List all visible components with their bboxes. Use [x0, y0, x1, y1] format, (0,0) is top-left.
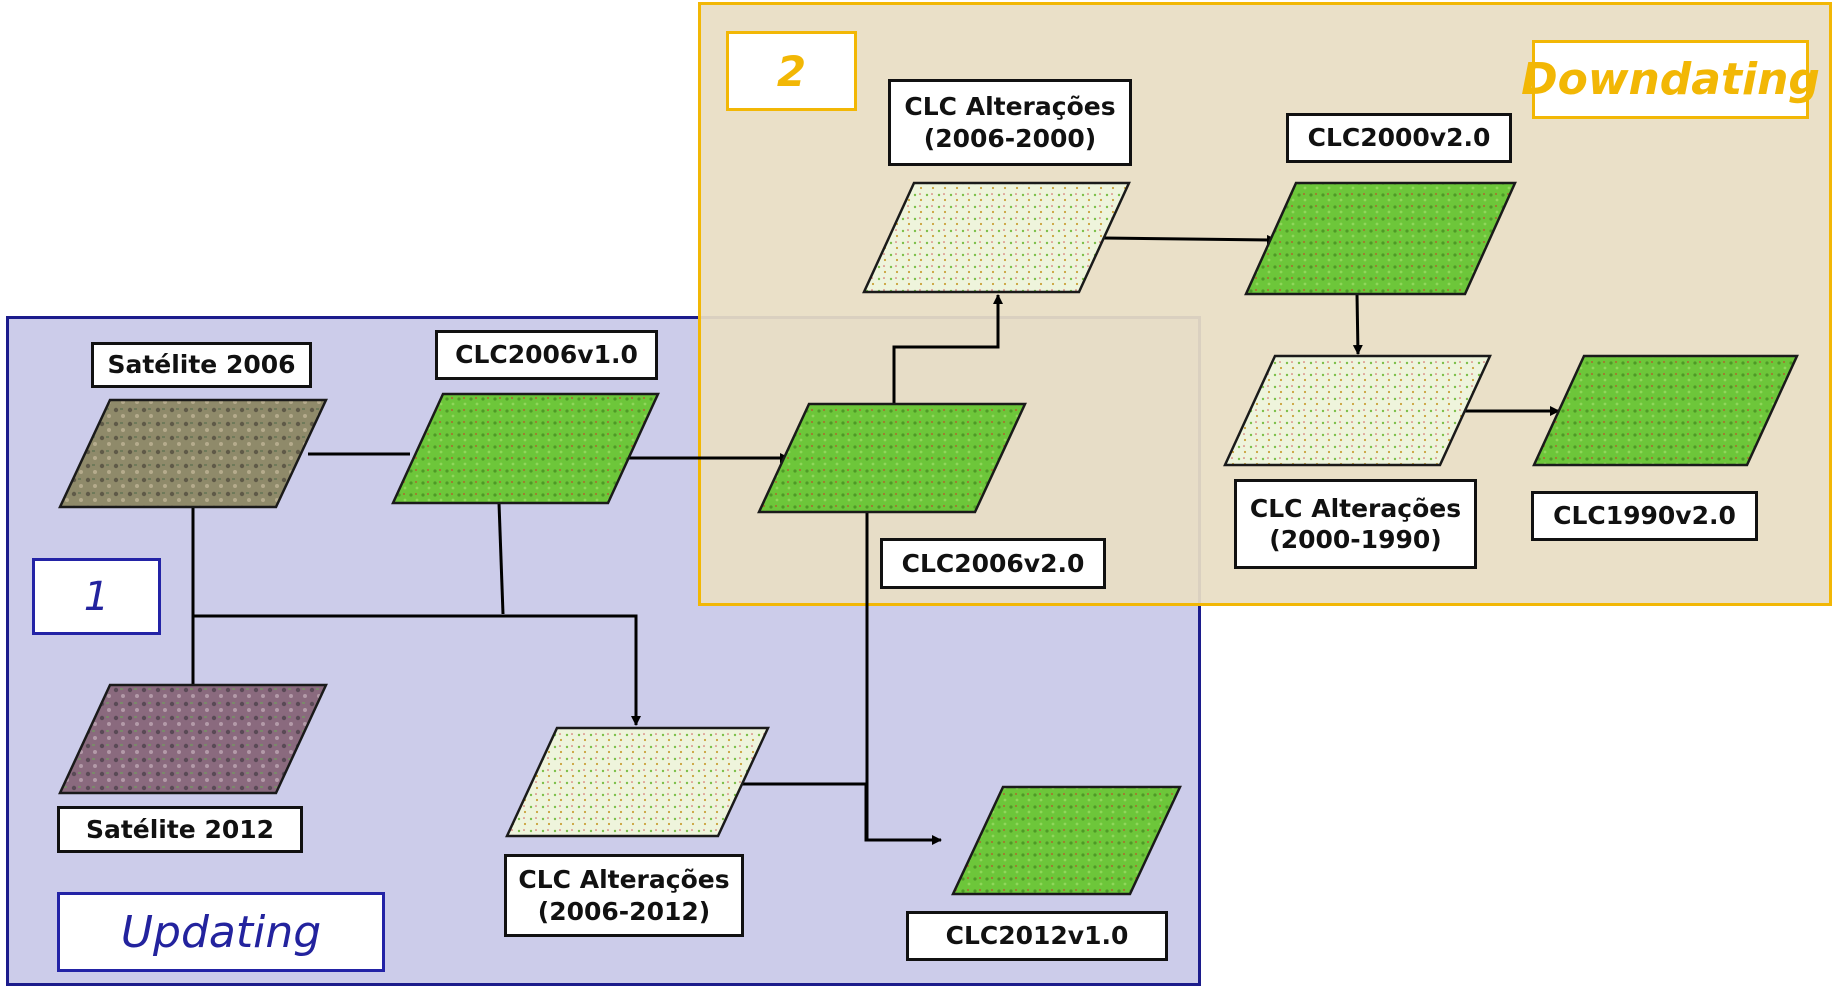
label-clc1990v2: CLC1990v2.0 — [1531, 491, 1758, 541]
label-clc2006v1: CLC2006v1.0 — [435, 330, 658, 380]
alt-2006-2000-layer — [862, 181, 1131, 294]
stage-number-1: 1 — [32, 558, 161, 635]
label-satelite-2012: Satélite 2012 — [57, 806, 303, 853]
satellite-2006-layer — [58, 398, 328, 509]
line-clc2000-to-alt-2000-1990 — [1352, 293, 1363, 355]
satellite-2012-layer — [58, 683, 328, 795]
label-clc2006v2: CLC2006v2.0 — [880, 538, 1106, 589]
layer-shapes — [58, 181, 1799, 896]
clc1990v2-layer — [1532, 354, 1799, 467]
line-alt-2006-2000-to-clc2000 — [1103, 234, 1277, 245]
label-alt-2006-2000: CLC Alterações (2006-2000) — [888, 79, 1132, 166]
alt-2000-1990-layer — [1223, 354, 1492, 467]
label-clc2012v1: CLC2012v1.0 — [906, 911, 1168, 961]
stage-name-updating: Updating — [57, 892, 385, 972]
stage-number-2: 2 — [726, 31, 857, 111]
clc2006v2-layer — [757, 402, 1027, 514]
alt-2006-2012-layer — [505, 726, 770, 838]
line-clc2006v2-to-alt-2006-2000 — [892, 294, 1003, 406]
connectors — [191, 234, 1560, 845]
clc2006v1-layer — [391, 392, 660, 505]
line-clc2006v1-down — [497, 502, 505, 615]
label-clc2000v2: CLC2000v2.0 — [1286, 113, 1512, 163]
stage-name-downdating: Downdating — [1521, 40, 1820, 119]
clc2000v2-layer — [1244, 181, 1517, 296]
label-alt-2006-2012: CLC Alterações (2006-2012) — [504, 854, 744, 937]
label-alt-2000-1990: CLC Alterações (2000-1990) — [1234, 479, 1477, 569]
clc2012v1-layer — [951, 785, 1182, 896]
line-alt-2006-2012-to-clc2012 — [740, 782, 942, 845]
line-to-alt-2006-2012 — [193, 614, 641, 726]
label-satelite-2006: Satélite 2006 — [91, 342, 312, 388]
